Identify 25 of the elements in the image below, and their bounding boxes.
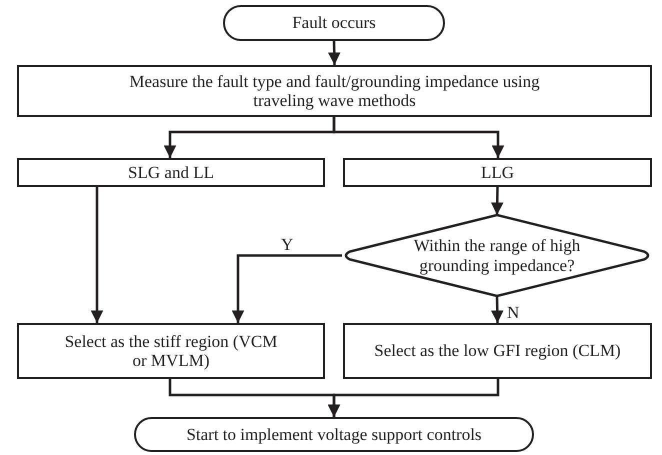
arrow [232,254,342,323]
node-text: Start to implement voltage support controls [186,424,482,444]
process-box [343,323,652,379]
arrow [332,117,504,158]
process-box [17,323,325,379]
arrow [328,379,500,417]
node-text: Measure the fault type and fault/grounding impedance using traveling wave methods [128,72,541,110]
node-text: Fault occurs [292,13,376,33]
node-text: LLG [480,162,514,182]
node-text: Select as the stiff region (VCM or MVLM) [64,332,278,370]
edge-label: Y [281,236,294,253]
node-text: SLG and LL [128,162,214,182]
process-box [17,158,325,187]
process-box [17,65,652,117]
edge-label: N [507,304,520,321]
arrow [491,296,504,324]
arrow [328,40,340,66]
terminal-box [134,417,534,452]
terminal-box [223,5,445,41]
arrow [90,187,104,323]
node-text: Within the range of high grounding impedance? [412,236,582,275]
process-box [343,158,652,187]
node-text: Select as the low GFI region (CLM) [374,341,621,361]
arrow [490,186,504,216]
decision-diamond [342,215,652,296]
